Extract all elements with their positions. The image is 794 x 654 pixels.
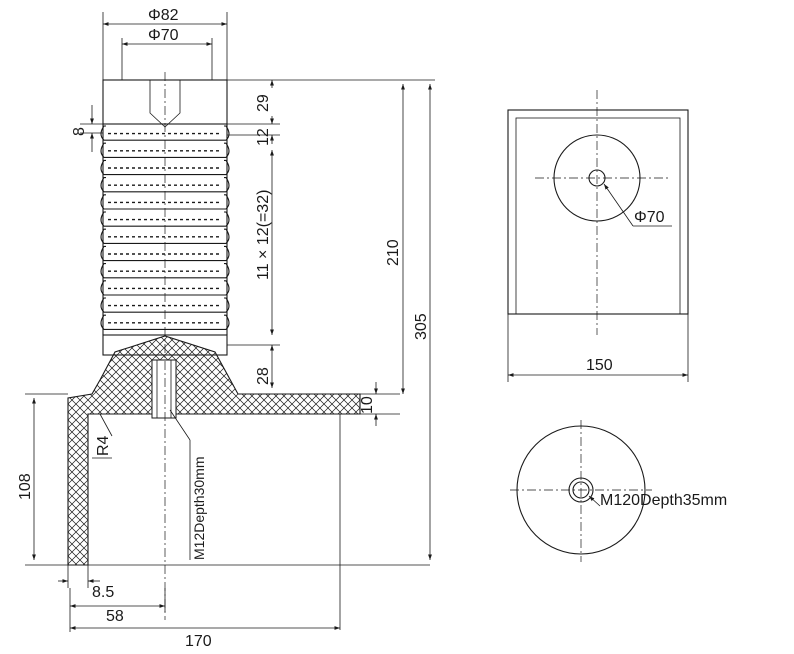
dim-total-height: 305 <box>413 313 430 340</box>
bottom-view: M120Depth35mm <box>510 420 727 562</box>
dim-wall-thickness: 8.5 <box>92 584 114 601</box>
dim-cap-height: 29 <box>255 94 272 112</box>
dim-thread-spec: M12Depth30mm <box>191 457 207 561</box>
bottom-view-bore-inner <box>572 481 590 499</box>
dim-shed-count: 11 × 12(=32) <box>255 190 272 280</box>
dim-neck-height: 28 <box>255 367 272 385</box>
dim-lower-height: 108 <box>17 473 34 500</box>
bottom-view-bore-outer <box>568 477 594 503</box>
top-view-hole-circle <box>588 169 606 187</box>
dim-top-inner-diameter: Φ70 <box>148 27 179 44</box>
core-threaded-hole <box>151 359 177 419</box>
dim-fillet-radius: R4 <box>95 435 112 456</box>
top-view-width-label: 150 <box>586 357 613 374</box>
top-view-diameter-label: Φ70 <box>634 209 665 226</box>
dim-shed-pitch: 12 <box>255 128 272 146</box>
dim-base-width: 170 <box>185 633 212 650</box>
bottom-view-thread-label: M120Depth35mm <box>600 492 727 509</box>
dim-shed-gap: 8 <box>71 127 88 136</box>
front-section-view <box>25 72 435 630</box>
top-view: Φ70 150 <box>507 90 689 382</box>
dim-radius-58: 58 <box>106 608 124 625</box>
dimension-set: Φ82 Φ70 8 29 12 11 × 12(=32) 28 10 210 <box>17 7 432 650</box>
dim-top-outer-diameter: Φ82 <box>148 7 179 24</box>
dim-flange-thickness: 10 <box>359 396 376 414</box>
top-view-boss-circle <box>553 134 641 222</box>
dim-body-height: 210 <box>385 239 402 266</box>
